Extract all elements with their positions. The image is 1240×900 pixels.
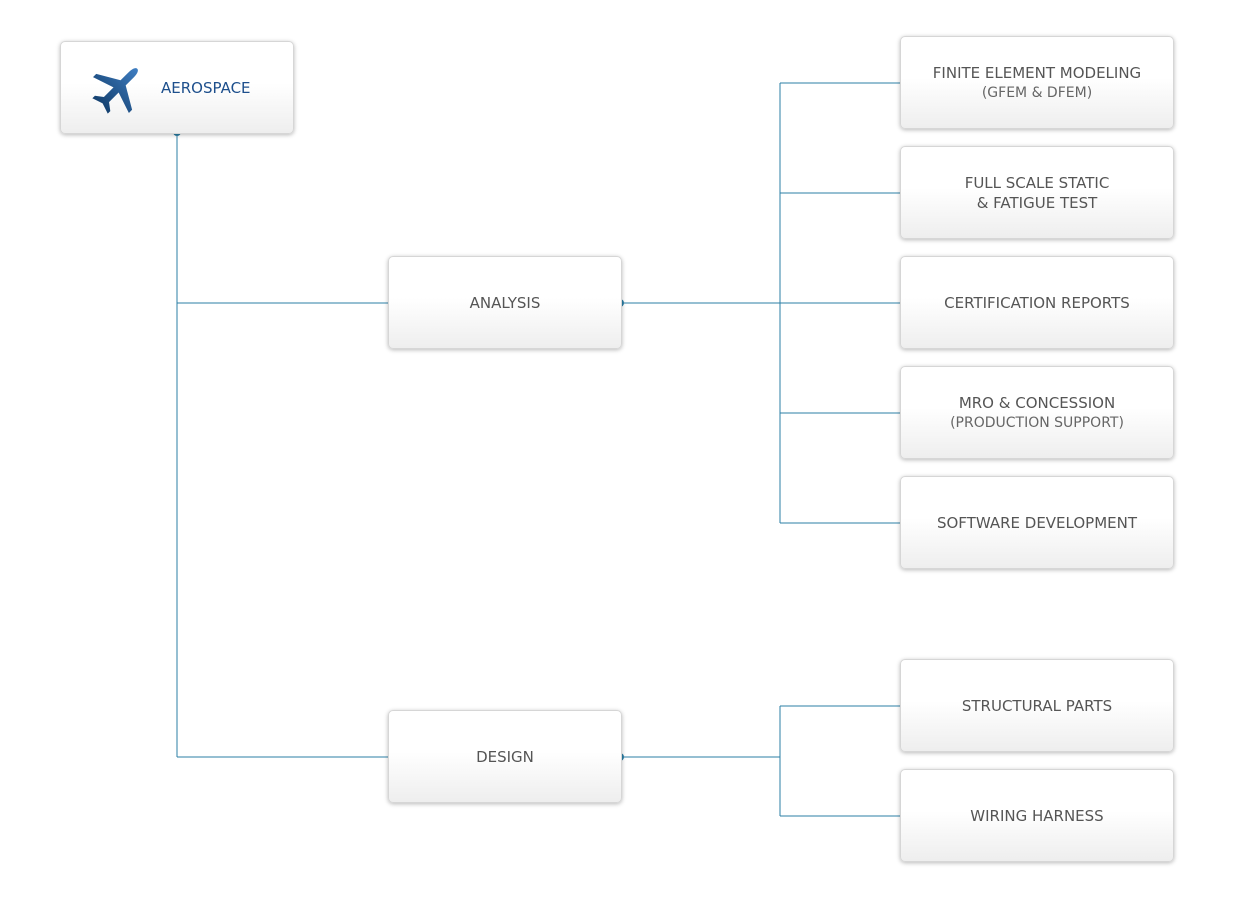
node-label: MRO & CONCESSION <box>958 393 1116 412</box>
node-label: CERTIFICATION REPORTS <box>944 293 1130 312</box>
node-full-scale-static-fatigue-test[interactable]: FULL SCALE STATIC & FATIGUE TEST <box>900 146 1174 239</box>
node-mro-concession[interactable]: MRO & CONCESSION (PRODUCTION SUPPORT) <box>900 366 1174 459</box>
airplane-icon <box>89 59 147 117</box>
node-label-line2: & FATIGUE TEST <box>976 193 1098 212</box>
node-certification-reports[interactable]: CERTIFICATION REPORTS <box>900 256 1174 349</box>
node-wiring-harness[interactable]: WIRING HARNESS <box>900 769 1174 862</box>
node-label: FINITE ELEMENT MODELING <box>932 63 1142 82</box>
node-design[interactable]: DESIGN <box>388 710 622 803</box>
node-label: ANALYSIS <box>469 293 541 312</box>
node-label: FULL SCALE STATIC <box>964 173 1110 192</box>
node-sublabel: (GFEM & DFEM) <box>981 84 1093 101</box>
node-label: STRUCTURAL PARTS <box>961 696 1113 715</box>
node-structural-parts[interactable]: STRUCTURAL PARTS <box>900 659 1174 752</box>
node-sublabel: (PRODUCTION SUPPORT) <box>950 414 1124 431</box>
node-label: DESIGN <box>476 747 534 766</box>
node-software-development[interactable]: SOFTWARE DEVELOPMENT <box>900 476 1174 569</box>
node-finite-element-modeling[interactable]: FINITE ELEMENT MODELING (GFEM & DFEM) <box>900 36 1174 129</box>
root-node-aerospace[interactable]: AEROSPACE <box>60 41 294 134</box>
root-label: AEROSPACE <box>161 78 251 97</box>
node-label: WIRING HARNESS <box>970 806 1104 825</box>
node-analysis[interactable]: ANALYSIS <box>388 256 622 349</box>
node-label: SOFTWARE DEVELOPMENT <box>936 513 1138 532</box>
